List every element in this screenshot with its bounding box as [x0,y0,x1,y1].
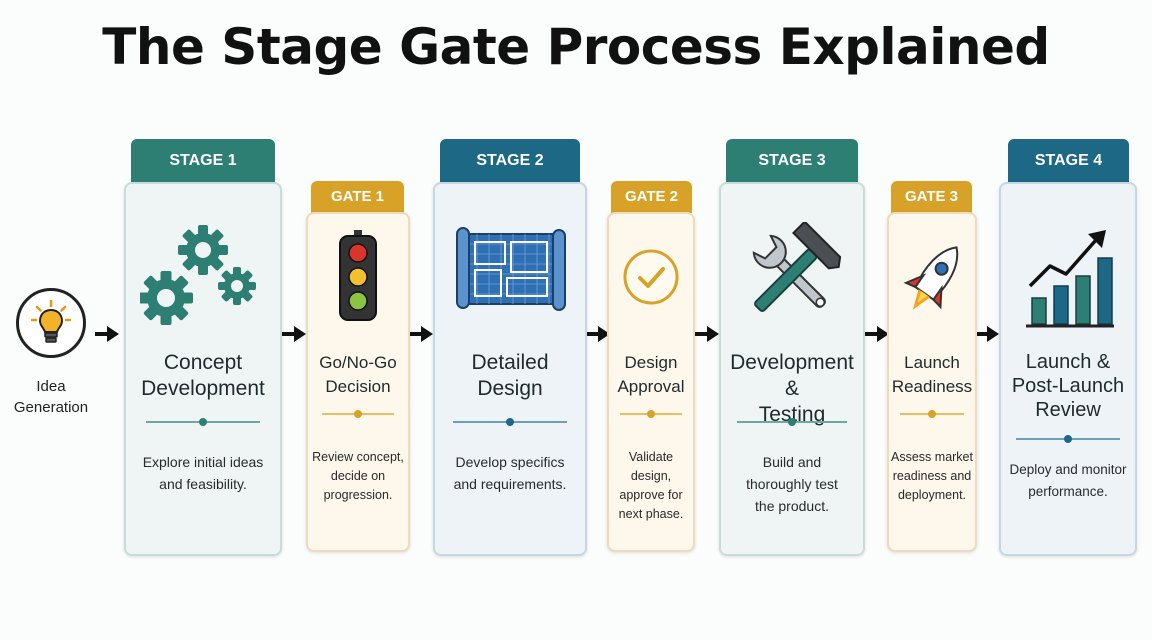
gate-3-heading-line: Launch [904,353,960,372]
gate-2-desc-line: next phase. [618,507,684,521]
gate-2-description: Validate design, approve for next phase. [607,448,695,524]
stage-2-heading-line: Design [477,377,543,400]
stage-4-divider [1016,435,1120,443]
stage-1-tab: STAGE 1 [131,139,275,183]
stage-4-desc-line: performance. [1028,484,1108,499]
gate-3-heading-line: Readiness [891,377,973,396]
gate-3-divider [900,410,964,418]
stage-1-description: Explore initial ideas and feasibility. [128,451,278,495]
idea-label-line2: Generation [13,399,89,416]
stage-2-tab: STAGE 2 [440,139,580,183]
stage-1-heading-line: Concept [163,351,243,374]
stage-2-desc-line: Develop specifics [455,454,565,470]
stage-3-divider [737,418,847,426]
gate-2-heading: Design Approval [609,351,693,399]
rocket-icon [903,246,959,310]
gate-2-tab: GATE 2 [611,181,692,213]
gate-2-heading-line: Design [624,353,678,372]
gate-2-heading-line: Approval [617,377,685,396]
gate-1-heading: Go/No-Go Decision [308,351,408,399]
stage-3-tab: STAGE 3 [726,139,858,183]
stage-4-heading-line: Post-Launch [1011,375,1125,397]
stage-4-heading-line: Review [1035,399,1101,421]
gate-3-desc-line: Assess market [891,450,973,464]
gate-3-tab: GATE 3 [891,181,972,213]
stage-2-description: Develop specifics and requirements. [437,451,583,495]
stage-3-heading-line: Testing [758,403,826,426]
growth-chart-icon [1026,230,1114,328]
gate-1-heading-line: Decision [325,377,391,396]
gate-2-desc-line: approve for [619,488,683,502]
stage-4-heading-line: Launch & [1025,351,1111,373]
arrow-icon [409,326,433,342]
idea-label-line1: Idea [36,378,66,395]
stage-4-card [999,182,1137,556]
arrow-icon [695,326,719,342]
arrow-icon [282,326,306,342]
stage-4-desc-line: Deploy and monitor [1009,462,1127,477]
stage-3-card [719,182,865,556]
gate-1-desc-line: decide on [330,469,386,483]
gate-1-heading-line: Go/No-Go [319,353,397,372]
stage-3-heading: Development & Testing [721,350,863,428]
gate-1-divider [322,410,394,418]
arrow-icon [586,326,610,342]
stage-1-desc-line: Explore initial ideas [142,454,264,470]
gate-3-heading: Launch Readiness [889,351,975,399]
stage-3-heading-line: Development & [730,351,854,400]
stage-3-description: Build and thoroughly test the product. [723,451,861,517]
stage-2-heading-line: Detailed [471,351,549,374]
stage-1-divider [146,418,260,426]
gate-2-desc-line: Validate design, [628,450,674,483]
stage-1-heading: Concept Development [126,350,280,402]
stage-3-desc-line: thoroughly test [746,476,838,492]
stage-2-heading: Detailed Design [435,350,585,402]
gears-icon [140,225,256,325]
gate-1-desc-line: Review concept, [312,450,404,464]
idea-generation: Idea Generation [8,288,94,418]
arrow-icon [865,326,889,342]
stage-2-desc-line: and requirements. [453,476,567,492]
lightbulb-icon [16,288,86,358]
hammer-wrench-icon [752,222,842,312]
stage-3-desc-line: Build and [762,454,822,470]
stage-4-tab: STAGE 4 [1008,139,1129,183]
gate-3-desc-line: readiness and [892,469,972,483]
stage-1-desc-line: and feasibility. [159,476,247,492]
page-title: The Stage Gate Process Explained [102,18,1050,76]
checkmark-circle-icon [623,249,679,305]
stage-1-heading-line: Development [141,377,265,400]
stage-4-description: Deploy and monitor performance. [1001,459,1135,503]
gate-2-divider [620,410,682,418]
gate-1-description: Review concept, decide on progression. [308,448,408,505]
gate-3-description: Assess market readiness and deployment. [887,448,977,505]
stage-4-heading: Launch & Post-Launch Review [1001,350,1135,422]
arrow-icon [975,326,999,342]
gate-1-tab: GATE 1 [311,181,404,213]
gate-1-desc-line: progression. [323,488,393,502]
gate-3-desc-line: deployment. [897,488,967,502]
stage-2-divider [453,418,567,426]
traffic-light-icon [339,230,377,321]
stage-3-desc-line: the product. [755,498,829,514]
blueprint-icon [456,227,566,311]
arrow-icon [95,326,119,342]
